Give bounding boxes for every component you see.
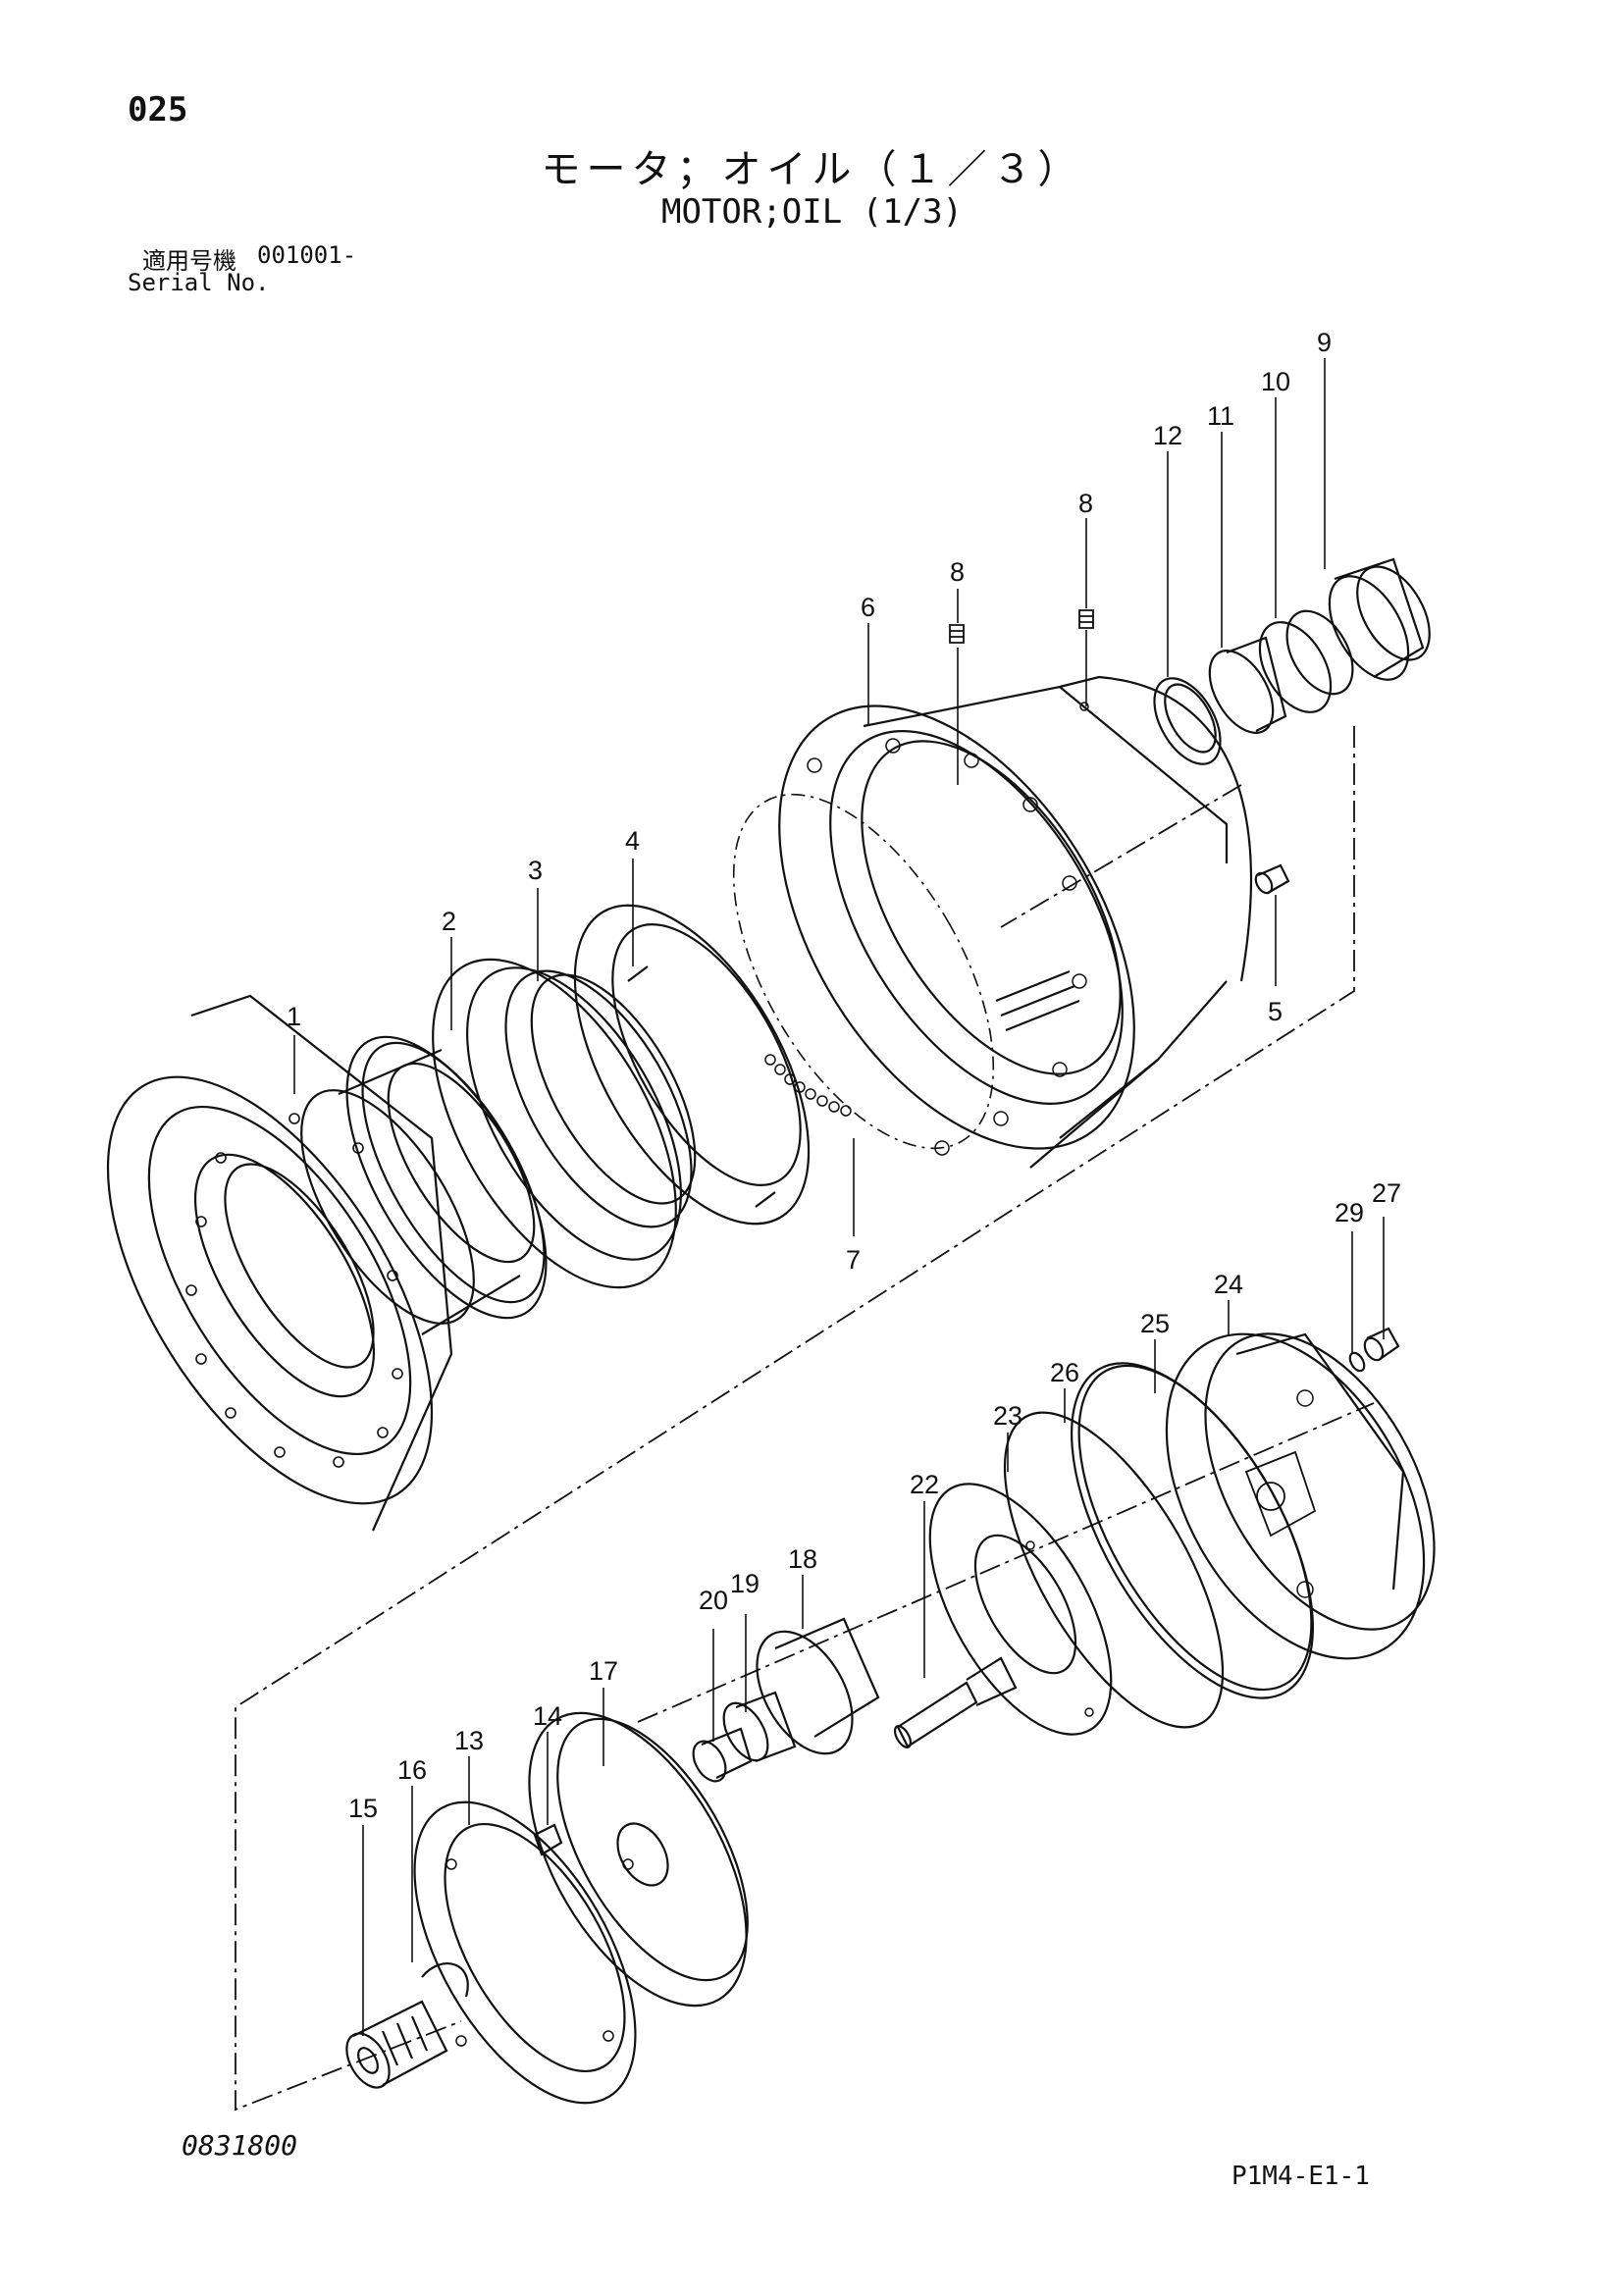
callout-numbers: 1 2 3 4 5 6 7 8 8 9 10 11 12 13 14 15 16…: [287, 328, 1401, 1823]
part-2-ring: [345, 1035, 548, 1320]
callout-27: 27: [1372, 1178, 1401, 1208]
callout-16: 16: [397, 1755, 427, 1785]
part-1-flange-housing: [106, 994, 536, 1532]
part-8-set-screws: [949, 609, 1094, 644]
callout-5: 5: [1268, 997, 1283, 1026]
callout-25: 25: [1140, 1309, 1170, 1338]
part-9-bearing-outer: [1328, 557, 1431, 681]
drawing-code: 0831800: [182, 2129, 298, 2162]
part-27-plug: [1363, 1327, 1400, 1362]
callout-7: 7: [846, 1245, 861, 1275]
callout-8b: 8: [1078, 489, 1093, 518]
callout-6: 6: [861, 593, 875, 622]
callout-18: 18: [788, 1544, 817, 1574]
callout-15: 15: [348, 1794, 378, 1823]
part-15-bearing: [345, 2000, 448, 2089]
part-16-snap-ring: [421, 1962, 469, 1998]
callout-17: 17: [589, 1656, 618, 1686]
part-4-retainer: [573, 904, 811, 1226]
callout-1: 1: [287, 1002, 301, 1031]
sheet-code: P1M4-E1-1: [1231, 2162, 1370, 2191]
page-number: 025: [128, 90, 188, 130]
callout-22: 22: [910, 1470, 939, 1499]
callout-10: 10: [1261, 367, 1290, 396]
callout-11: 11: [1207, 401, 1234, 431]
title-japanese: モータ；オイル（１／３）: [541, 147, 1083, 192]
callout-23: 23: [993, 1401, 1022, 1431]
part-7-ball-ring: [732, 793, 995, 1150]
part-1-bolt-holes: [185, 1113, 403, 1468]
part-5-plug: [1254, 863, 1290, 895]
serial-label-japanese: 適用号機: [142, 247, 236, 275]
callout-9: 9: [1317, 328, 1332, 357]
callout-26: 26: [1050, 1358, 1079, 1387]
part-12-oil-seal: [1153, 677, 1222, 765]
callout-13: 13: [454, 1726, 484, 1755]
part-19-sun-gear: [722, 1691, 797, 1763]
assembly-axis-lines: [235, 726, 1375, 2112]
callout-29: 29: [1335, 1198, 1364, 1227]
part-22-shaft: [893, 1656, 1018, 1748]
callout-3: 3: [528, 856, 543, 885]
part-13-plate: [413, 1800, 637, 2105]
part-10-roller-bearing: [1258, 609, 1354, 713]
callout-24: 24: [1214, 1270, 1243, 1299]
part-3-bearing-cage: [432, 958, 697, 1289]
part-6-hub-housing: [778, 675, 1253, 1169]
part-26-ring: [1003, 1411, 1225, 1729]
serial-number-value: 001001-: [257, 241, 357, 269]
part-11-ring: [1208, 636, 1287, 735]
part-24-cover: [1165, 1332, 1436, 1660]
serial-label-english: Serial No.: [128, 269, 270, 296]
callout-12: 12: [1153, 421, 1182, 450]
part-17-carrier: [528, 1711, 749, 2008]
callout-19: 19: [730, 1569, 760, 1598]
part-29-o-ring: [1348, 1351, 1366, 1373]
part-23-plate: [928, 1483, 1113, 1736]
callout-14: 14: [533, 1701, 562, 1731]
title-english: MOTOR;OIL (1/3): [660, 192, 964, 232]
callout-4: 4: [625, 826, 640, 856]
callout-2: 2: [442, 907, 456, 936]
callout-8a: 8: [950, 557, 965, 587]
part-18-gear: [756, 1617, 880, 1755]
leader-lines: [293, 358, 1385, 2036]
callout-20: 20: [699, 1586, 728, 1615]
part-20-bushing: [692, 1727, 753, 1783]
part-25-o-ring: [1071, 1362, 1314, 1699]
